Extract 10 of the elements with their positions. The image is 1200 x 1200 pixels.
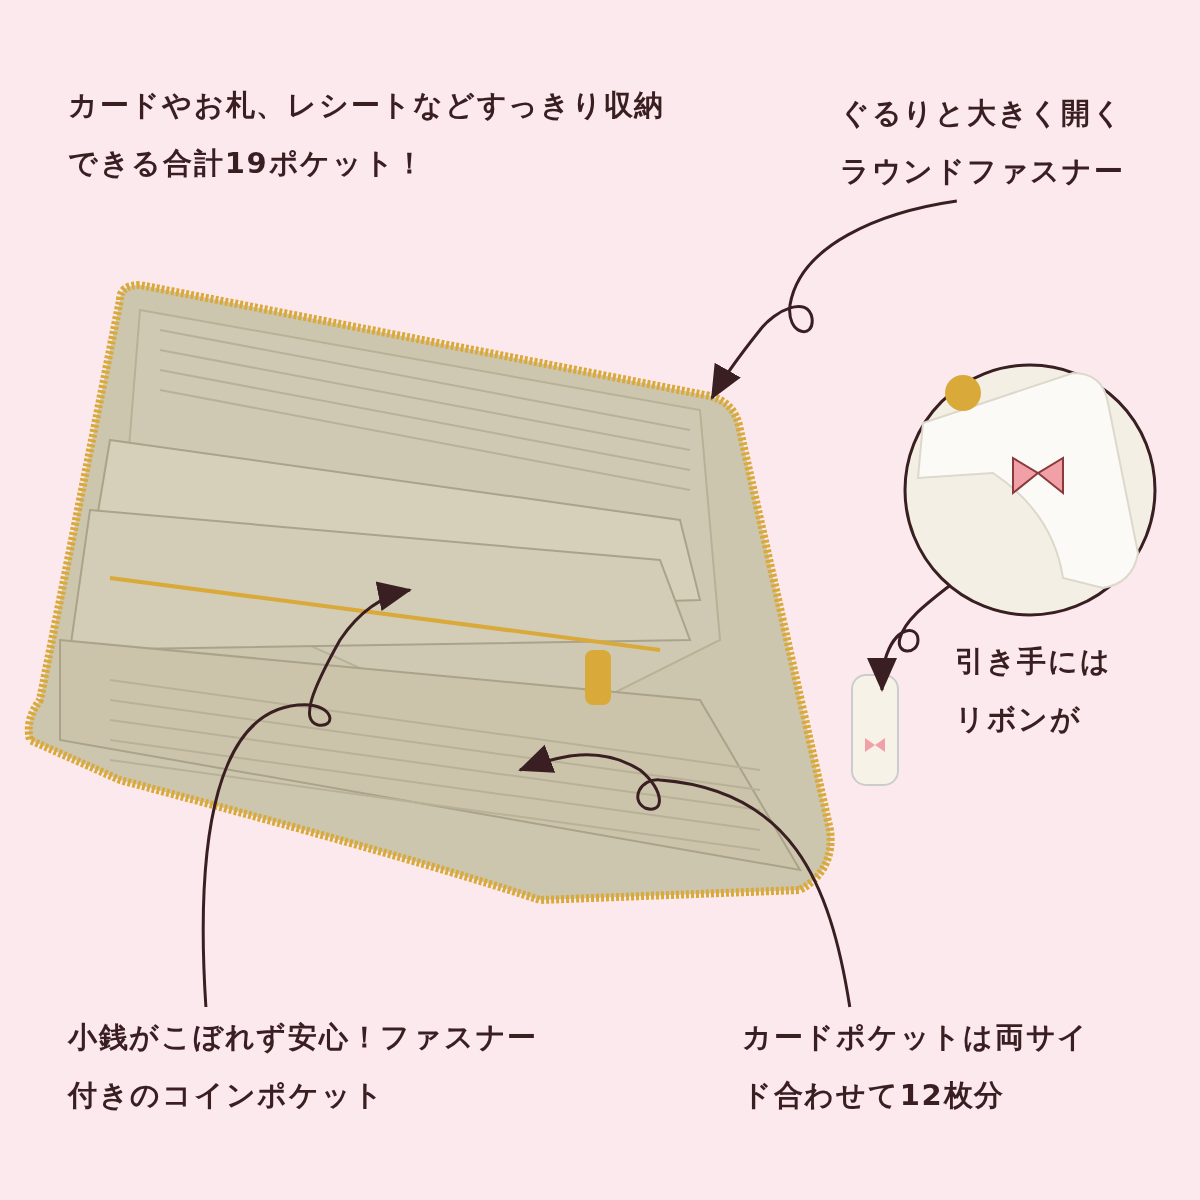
arrow [201, 582, 412, 1008]
arrow [867, 584, 951, 692]
callout-text: 引き手にはリボンが [955, 643, 1113, 738]
heading-text: カードやお札、レシートなどすっきり収納できる合計19ポケット！ [68, 87, 667, 182]
pull-tab-closeup-drawing [903, 363, 1157, 617]
arrow [518, 745, 852, 1008]
arrow [710, 199, 958, 400]
callout-text: カードポケットは両サイド合わせて12枚分 [742, 1008, 1108, 1124]
callout-text: 小銭がこぼれず安心！ファスナー付きのコインポケット [68, 1008, 544, 1124]
callout-text: ぐるりと大きく開くラウンドファスナー [840, 84, 1148, 200]
